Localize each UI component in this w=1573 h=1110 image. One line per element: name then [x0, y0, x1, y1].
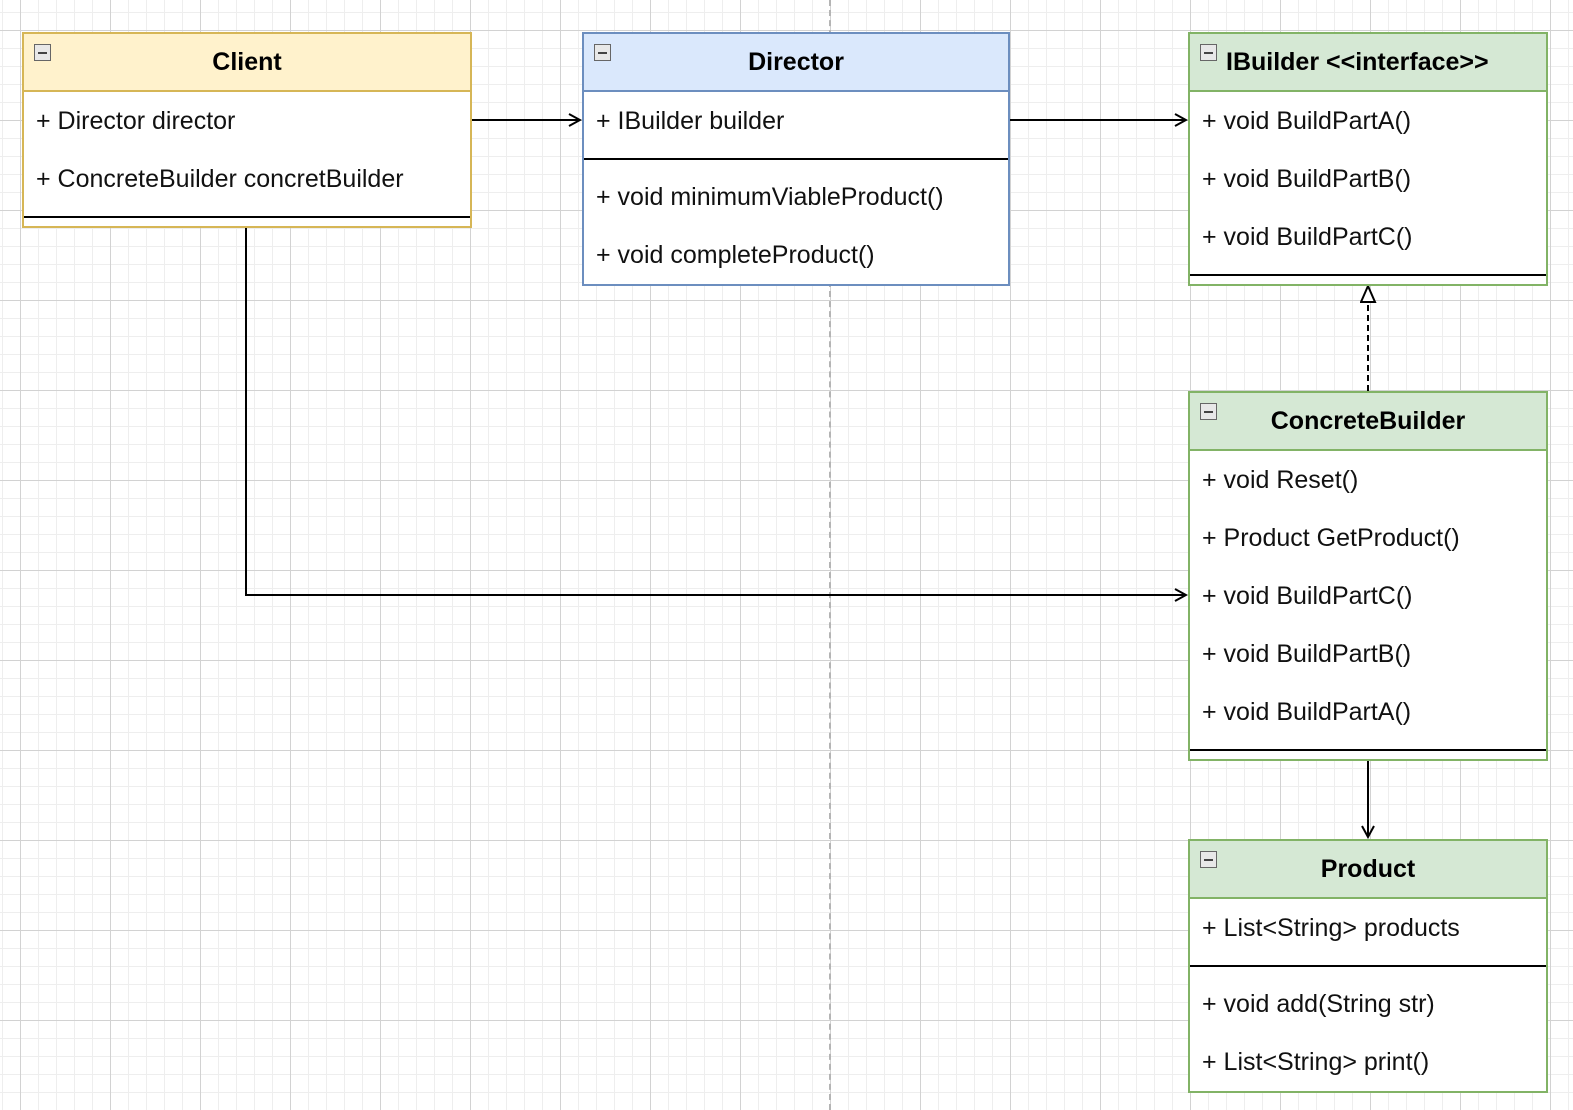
attribute-row[interactable]: + void BuildPartC() — [1202, 223, 1413, 251]
spacer — [1190, 741, 1546, 749]
section-separator — [1190, 274, 1546, 276]
section-separator — [24, 216, 470, 218]
method-row[interactable]: + void minimumViableProduct() — [596, 183, 944, 211]
spacer — [584, 150, 1008, 158]
edge-client-concretebuilder[interactable] — [245, 226, 1186, 595]
class-header[interactable]: IBuilder <<interface>> — [1190, 34, 1546, 92]
class-ibuilder[interactable]: IBuilder <<interface>> + void BuildPartA… — [1188, 32, 1548, 286]
attribute-row[interactable]: + void BuildPartB() — [1202, 640, 1412, 668]
minus-square-icon[interactable] — [34, 44, 51, 61]
attribute-row[interactable]: + void BuildPartC() — [1202, 582, 1413, 610]
attribute-row[interactable]: + Director director — [36, 107, 236, 135]
class-header[interactable]: ConcreteBuilder — [1190, 393, 1546, 451]
attribute-row[interactable]: + void BuildPartB() — [1202, 165, 1412, 193]
spacer — [24, 208, 470, 216]
section-separator — [584, 158, 1008, 160]
spacer — [1190, 957, 1546, 965]
method-row[interactable]: + void add(String str) — [1202, 990, 1435, 1018]
spacer — [1190, 266, 1546, 274]
spacer — [1190, 967, 1546, 975]
attribute-row[interactable]: + void BuildPartA() — [1202, 698, 1412, 726]
class-name: Client — [212, 47, 282, 76]
spacer — [584, 160, 1008, 168]
method-row[interactable]: + void completeProduct() — [596, 241, 875, 269]
class-header[interactable]: Director — [584, 34, 1008, 92]
class-name: IBuilder <<interface>> — [1226, 47, 1489, 76]
attribute-row[interactable]: + List<String> products — [1202, 914, 1460, 942]
minus-square-icon[interactable] — [1200, 44, 1217, 61]
page-break-line — [829, 0, 831, 1110]
minus-square-icon[interactable] — [1200, 851, 1217, 868]
class-header[interactable]: Product — [1190, 841, 1546, 899]
method-row[interactable]: + List<String> print() — [1202, 1048, 1430, 1076]
class-concrete-builder[interactable]: ConcreteBuilder + void Reset() + Product… — [1188, 391, 1548, 761]
class-name: Director — [748, 47, 844, 76]
minus-square-icon[interactable] — [1200, 403, 1217, 420]
attribute-row[interactable]: + ConcreteBuilder concretBuilder — [36, 165, 404, 193]
section-separator — [1190, 749, 1546, 751]
spacer — [1190, 276, 1546, 284]
section-separator — [1190, 965, 1546, 967]
minus-square-icon[interactable] — [594, 44, 611, 61]
class-header[interactable]: Client — [24, 34, 470, 92]
class-product[interactable]: Product + List<String> products + void a… — [1188, 839, 1548, 1093]
spacer — [1190, 751, 1546, 759]
class-director[interactable]: Director + IBuilder builder + void minim… — [582, 32, 1010, 286]
class-name: Product — [1320, 854, 1416, 883]
class-client[interactable]: Client + Director director + ConcreteBui… — [22, 32, 472, 228]
spacer — [24, 218, 470, 226]
attribute-row[interactable]: + IBuilder builder — [596, 107, 785, 135]
attribute-row[interactable]: + void Reset() — [1202, 466, 1359, 494]
attribute-row[interactable]: + Product GetProduct() — [1202, 524, 1460, 552]
class-name: ConcreteBuilder — [1270, 406, 1466, 435]
attribute-row[interactable]: + void BuildPartA() — [1202, 107, 1412, 135]
